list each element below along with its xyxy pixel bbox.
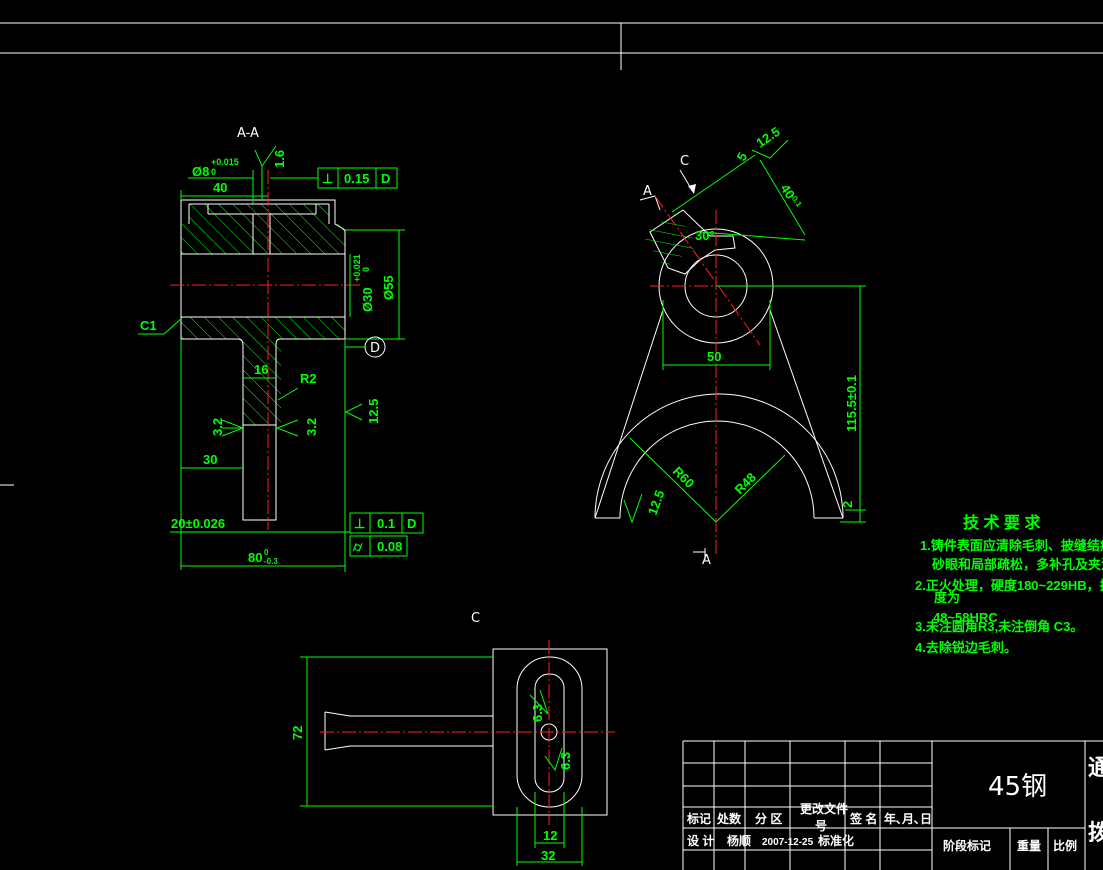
view-c-bottom-label: C — [471, 611, 480, 626]
dim-w80-tol-low: -0.3 — [264, 557, 278, 566]
svg-text:标准化: 标准化 — [817, 833, 854, 848]
dim-d30: Ø30 — [360, 287, 375, 312]
svg-text:⊥: ⊥ — [354, 516, 365, 531]
tech-requirements: 技 术 要 求 1.铸件表面应清除毛刺、披缝结瘤和粘 砂眼和局部疏松，多补孔及夹… — [915, 513, 1103, 655]
dim-d55: Ø55 — [381, 275, 396, 300]
gdt-frame-1: ⊥ 0.15 D — [270, 167, 398, 189]
svg-text:号: 号 — [815, 818, 827, 833]
section-arrow-a-bottom: A — [702, 553, 711, 568]
dim-d40: 40 — [778, 181, 799, 201]
svg-text:度为: 度为 — [934, 590, 960, 605]
svg-text:4.去除锐边毛刺。: 4.去除锐边毛刺。 — [915, 640, 1017, 655]
dim-d5: 5 — [734, 150, 751, 164]
svg-text:签 名: 签 名 — [849, 811, 877, 826]
radius-r48: R48 — [732, 470, 759, 497]
leg-right — [769, 309, 844, 519]
ra-32b: 3.2 — [304, 418, 319, 436]
ra-125: 12.5 — [366, 399, 381, 424]
svg-text:杨顺: 杨顺 — [727, 833, 751, 848]
fork-outer-arc — [594, 393, 844, 519]
angle-30: 30° — [695, 228, 715, 243]
hatch-bottom — [181, 317, 345, 339]
svg-text:0.1: 0.1 — [377, 516, 395, 531]
radius-r2: R2 — [300, 371, 317, 386]
ra-125b: 12.5 — [645, 488, 668, 517]
svg-text:⌭: ⌭ — [352, 539, 363, 554]
svg-text:标记: 标记 — [686, 811, 711, 826]
dim-d8-tol-low: 0 — [211, 167, 216, 177]
hatch-top — [181, 224, 345, 254]
svg-text:拨: 拨 — [1088, 820, 1103, 845]
view-c-label: C — [680, 154, 689, 169]
ra-125-fork: 12.5 — [753, 124, 782, 151]
chamfer-c1: C1 — [140, 318, 157, 333]
section-title: A-A — [237, 126, 259, 141]
hatch-stem — [243, 339, 281, 425]
part-outline — [180, 199, 346, 521]
dim-w80: 80 — [248, 550, 262, 565]
dim-w16: 16 — [254, 362, 268, 377]
svg-text:3.未注圆角R3,未注倒角 C3。: 3.未注圆角R3,未注倒角 C3。 — [915, 619, 1083, 634]
ra-32a: 3.2 — [210, 418, 225, 436]
material-label: 45钢 — [988, 772, 1047, 802]
dim-h115: 115.5±0.1 — [844, 375, 859, 432]
fork-front-view: C A 50 115.5±0.1 2 R60 — [594, 124, 866, 568]
dim-w40: 40 — [213, 180, 227, 195]
svg-text:分 区: 分 区 — [755, 811, 782, 826]
datum-d: D — [370, 341, 380, 356]
view-c-shaft — [324, 711, 493, 751]
dim-w30: 30 — [203, 452, 217, 467]
svg-text:阶段标记: 阶段标记 — [943, 838, 991, 853]
dim-w80-tol-up: 0 — [264, 548, 269, 557]
dim-d2: 2 — [840, 501, 855, 508]
svg-text:处数: 处数 — [716, 811, 742, 826]
top-frame — [0, 22, 1103, 486]
dim-w12: 12 — [543, 828, 557, 843]
svg-text:重量: 重量 — [1017, 838, 1041, 853]
roughness-symbol-3 — [275, 419, 299, 437]
dim-w50: 50 — [707, 349, 721, 364]
svg-text:砂眼和局部疏松，多补孔及夹渣等缺: 砂眼和局部疏松，多补孔及夹渣等缺 — [931, 557, 1103, 572]
svg-text:2.正火处理，硬度180~229HB，拨叉脚: 2.正火处理，硬度180~229HB，拨叉脚 — [915, 578, 1103, 593]
title-block: 45钢 通 拨 标记 处数 分 区 更改文件 号 签 名 年､月､日 设 计 杨… — [682, 740, 1103, 870]
gdt-frame-3: ⌭ 0.08 — [349, 535, 408, 557]
svg-text:更改文件: 更改文件 — [800, 801, 848, 816]
svg-text:0.15: 0.15 — [344, 171, 369, 186]
svg-text:1.铸件表面应清除毛刺、披缝结瘤和粘: 1.铸件表面应清除毛刺、披缝结瘤和粘 — [920, 538, 1103, 553]
view-c: C 72 6.3 6.3 12 32 — [290, 611, 615, 866]
ra-63b: 6.3 — [558, 752, 573, 770]
tech-title: 技 术 要 求 — [963, 513, 1041, 532]
svg-text:0.08: 0.08 — [377, 539, 402, 554]
svg-text:D: D — [381, 171, 390, 186]
svg-text:设 计: 设 计 — [687, 833, 714, 848]
dim-d20: 20±0.026 — [171, 516, 225, 531]
dim-d40-tol: -0.1 — [788, 192, 803, 209]
svg-text:2007-12-25: 2007-12-25 — [762, 837, 814, 848]
svg-text:48~58HRC: 48~58HRC — [933, 610, 998, 625]
boss-block — [649, 209, 736, 275]
ra-63a: 6.3 — [530, 704, 545, 722]
dim-d8-tol-up: +0.015 — [211, 157, 239, 167]
ra-16: 1.6 — [272, 150, 287, 168]
roughness-symbol-4 — [344, 403, 363, 421]
svg-text:年､月､日: 年､月､日 — [884, 811, 932, 826]
svg-text:⊥: ⊥ — [322, 171, 333, 186]
leg-left — [594, 309, 664, 519]
section-arrow-a: A — [643, 184, 652, 199]
svg-text:通: 通 — [1088, 755, 1103, 780]
svg-text:D: D — [407, 516, 416, 531]
section-view-aa: A-A Ø8 +0.015 0 40 1. — [138, 126, 424, 572]
dim-w32: 32 — [541, 848, 555, 863]
roughness-symbol-5 — [623, 493, 643, 524]
dim-d30-tol-up: +0.021 — [352, 254, 362, 282]
dim-h72: 72 — [290, 726, 305, 740]
svg-text:比例: 比例 — [1053, 838, 1077, 853]
gdt-frame-2: ⊥ 0.1 D — [349, 512, 424, 534]
dim-d8: Ø8 — [192, 164, 209, 179]
radius-r60: R60 — [670, 464, 697, 491]
fork-inner-arc — [619, 420, 815, 519]
dim-d30-tol-low: 0 — [361, 267, 371, 272]
